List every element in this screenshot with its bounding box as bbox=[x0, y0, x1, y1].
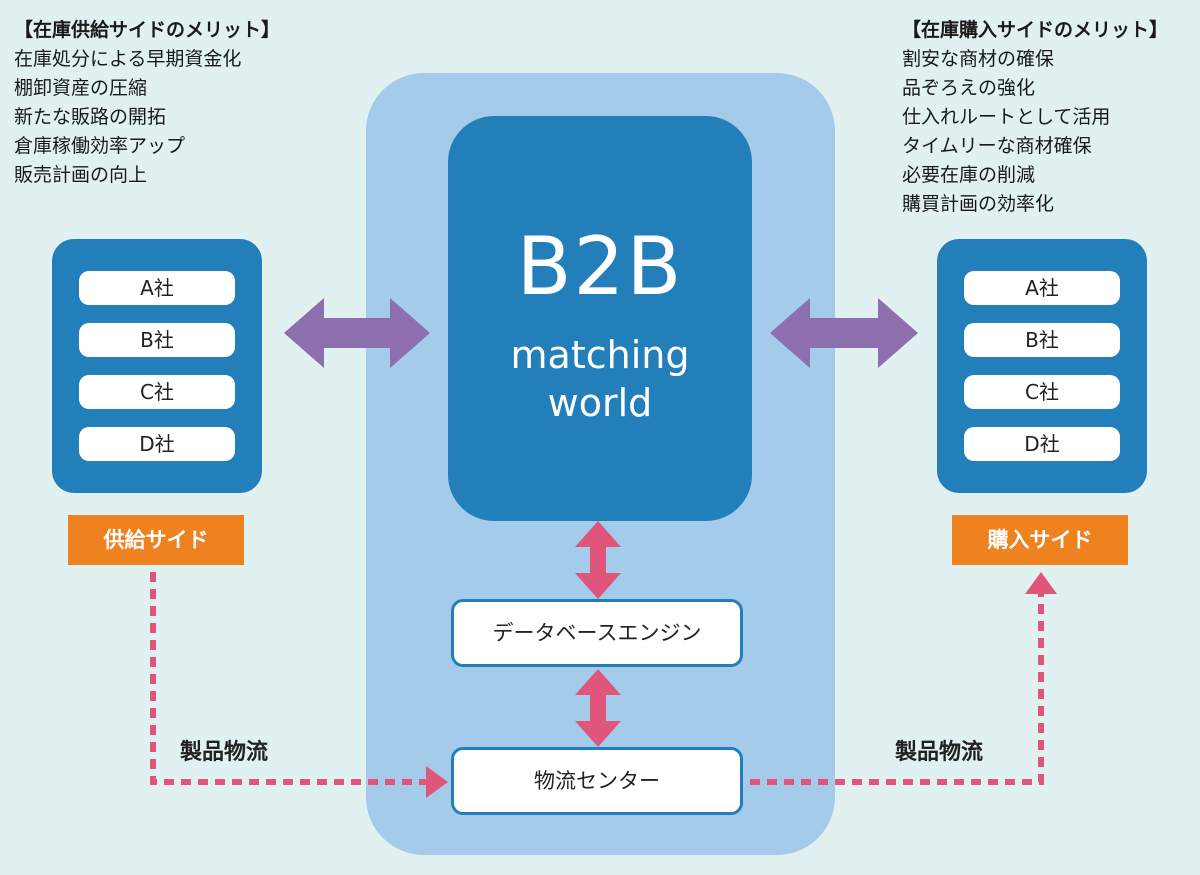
engine-logistics-arrow bbox=[575, 669, 621, 747]
platform-subtitle: matching world bbox=[448, 331, 752, 427]
platform-engine-arrow bbox=[575, 521, 621, 599]
supply-to-logistics-dashed-arrow bbox=[150, 572, 428, 785]
product-logistics-label-right: 製品物流 bbox=[895, 740, 984, 765]
logistics-to-purchase-dashed-arrow bbox=[750, 592, 1044, 785]
purchase-company-item: B社 bbox=[964, 323, 1120, 357]
supply-company-item: C社 bbox=[79, 375, 235, 409]
supply-benefit-item: 倉庫稼働効率アップ bbox=[14, 135, 186, 157]
supply-side-label: 供給サイド bbox=[68, 515, 244, 565]
logistics-to-purchase-arrowhead bbox=[1025, 572, 1057, 594]
product-logistics-label-left: 製品物流 bbox=[180, 740, 269, 765]
purchase-company-item: D社 bbox=[964, 427, 1120, 461]
purchase-company-item: A社 bbox=[964, 271, 1120, 305]
logistics-center-box: 物流センター bbox=[451, 747, 743, 815]
supply-company-item: D社 bbox=[79, 427, 235, 461]
supply-benefit-item: 在庫処分による早期資金化 bbox=[14, 48, 242, 70]
platform-subtitle-line1: matching bbox=[510, 333, 690, 377]
supply-platform-arrow bbox=[284, 298, 430, 368]
supply-company-stack: A社 B社 C社 D社 bbox=[52, 239, 262, 493]
supply-benefits-heading: 【在庫供給サイドのメリット】 bbox=[14, 19, 281, 41]
supply-company-item: A社 bbox=[79, 271, 235, 305]
supply-company-item: B社 bbox=[79, 323, 235, 357]
purchase-benefit-item: タイムリーな商材確保 bbox=[902, 135, 1092, 157]
purchase-company-item: C社 bbox=[964, 375, 1120, 409]
platform-subtitle-line2: world bbox=[547, 381, 653, 425]
supply-benefits: 【在庫供給サイドのメリット】 在庫処分による早期資金化 棚卸資産の圧縮 新たな販… bbox=[14, 16, 280, 190]
supply-benefit-item: 販売計画の向上 bbox=[14, 164, 148, 186]
supply-to-logistics-arrowhead bbox=[426, 766, 448, 798]
b2b-platform-box: B2B matching world bbox=[448, 116, 752, 521]
purchase-side-label: 購入サイド bbox=[952, 515, 1128, 565]
platform-purchase-arrow bbox=[770, 298, 918, 368]
supply-benefit-item: 新たな販路の開拓 bbox=[14, 106, 167, 128]
purchase-company-stack: A社 B社 C社 D社 bbox=[937, 239, 1147, 493]
database-engine-box: データベースエンジン bbox=[451, 599, 743, 667]
supply-benefit-item: 棚卸資産の圧縮 bbox=[14, 77, 148, 99]
purchase-benefit-item: 割安な商材の確保 bbox=[902, 48, 1055, 70]
purchase-benefit-item: 必要在庫の削減 bbox=[902, 164, 1036, 186]
purchase-benefit-item: 仕入れルートとして活用 bbox=[902, 106, 1111, 128]
purchase-benefits-heading: 【在庫購入サイドのメリット】 bbox=[902, 19, 1169, 41]
purchase-benefit-item: 品ぞろえの強化 bbox=[902, 77, 1036, 99]
purchase-benefit-item: 購買計画の効率化 bbox=[902, 193, 1055, 215]
purchase-benefits: 【在庫購入サイドのメリット】 割安な商材の確保 品ぞろえの強化 仕入れルートとし… bbox=[902, 16, 1168, 219]
platform-title: B2B bbox=[516, 220, 684, 313]
